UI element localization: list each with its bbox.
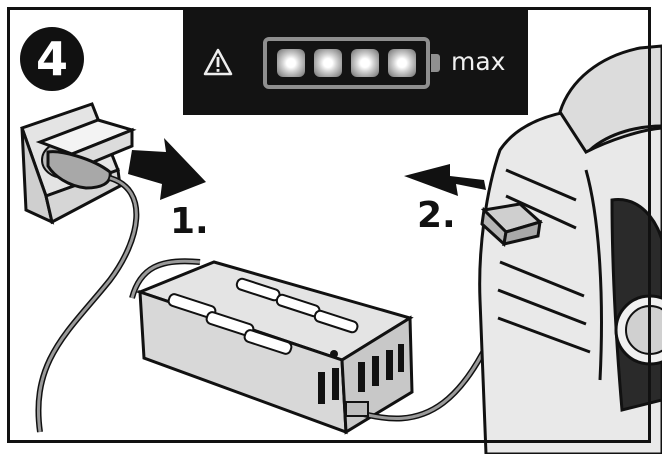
step-label-disconnect: 2. bbox=[417, 195, 456, 236]
mains-plug bbox=[35, 118, 137, 190]
battery-icon bbox=[263, 37, 430, 89]
battery-terminal bbox=[431, 54, 440, 72]
battery-charger bbox=[135, 260, 414, 435]
charging-connector bbox=[480, 202, 543, 247]
warning-triangle-icon bbox=[203, 48, 233, 76]
arrow-disconnect-icon bbox=[404, 164, 486, 196]
battery-level-panel: max bbox=[183, 10, 528, 115]
step-number-badge: 4 bbox=[20, 27, 84, 91]
battery-cell bbox=[387, 49, 416, 77]
battery-pack bbox=[478, 44, 662, 454]
arrow-unplug-icon bbox=[128, 138, 206, 200]
battery-max-label: max bbox=[451, 47, 506, 76]
step-label-unplug: 1. bbox=[170, 201, 209, 242]
battery-cell bbox=[350, 49, 379, 77]
battery-cell bbox=[277, 49, 306, 77]
battery-cell bbox=[314, 49, 343, 77]
